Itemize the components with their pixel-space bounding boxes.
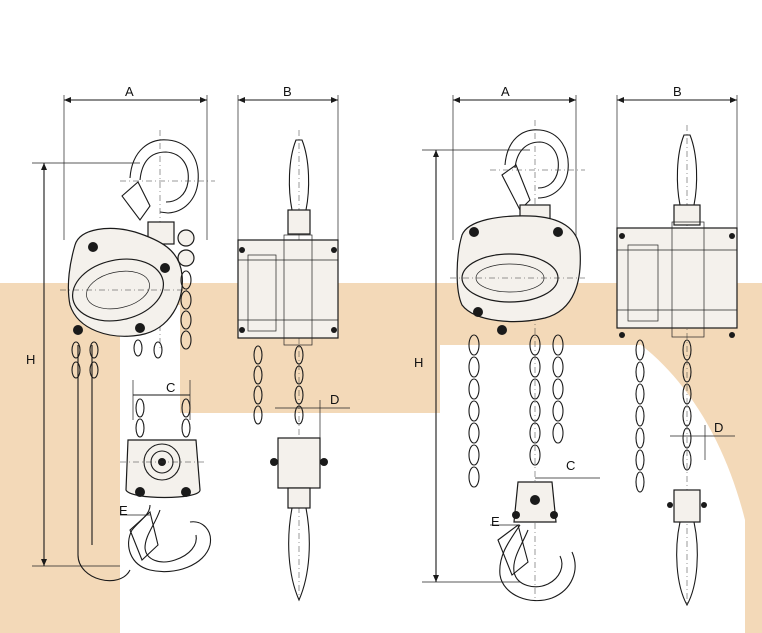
- left-front-hand-chain: [71, 341, 99, 379]
- left-front-load-chain: [133, 270, 192, 359]
- left-side-view: B D: [237, 84, 350, 602]
- left-dim-h-label: H: [26, 352, 35, 367]
- left-dim-c-label: C: [166, 380, 175, 395]
- background-band-left: [0, 283, 120, 633]
- right-dim-a-label: A: [501, 84, 510, 99]
- left-side-chain: [253, 345, 304, 425]
- right-side-chain: [635, 339, 692, 493]
- left-dim-a-label: A: [125, 84, 134, 99]
- left-front-view: A H: [26, 84, 215, 582]
- left-dim-b-label: B: [283, 84, 292, 99]
- right-dim-e-label: E: [491, 514, 500, 529]
- right-side-view: B: [616, 84, 738, 607]
- left-front-lower-chain: [135, 398, 191, 438]
- right-dim-b-label: B: [673, 84, 682, 99]
- right-dim-d-label: D: [714, 420, 723, 435]
- left-dim-d-label: D: [330, 392, 339, 407]
- right-front-chain: [468, 334, 564, 488]
- left-dim-e-label: E: [119, 503, 128, 518]
- right-front-view: A H: [414, 84, 600, 602]
- right-dim-c-label: C: [566, 458, 575, 473]
- right-dim-h-label: H: [414, 355, 423, 370]
